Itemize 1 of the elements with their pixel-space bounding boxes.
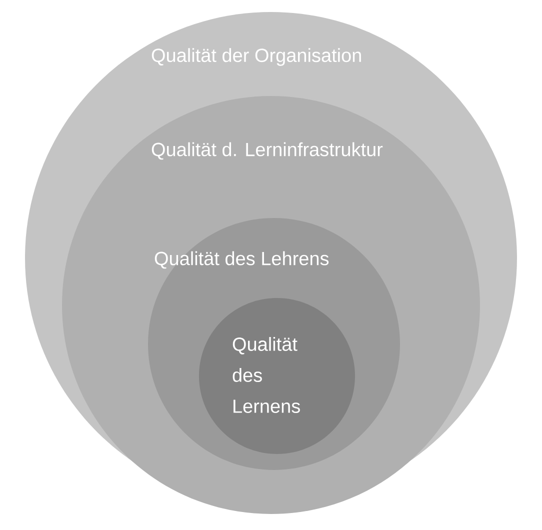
- circle-region: Qualität des Lernens: [199, 298, 355, 454]
